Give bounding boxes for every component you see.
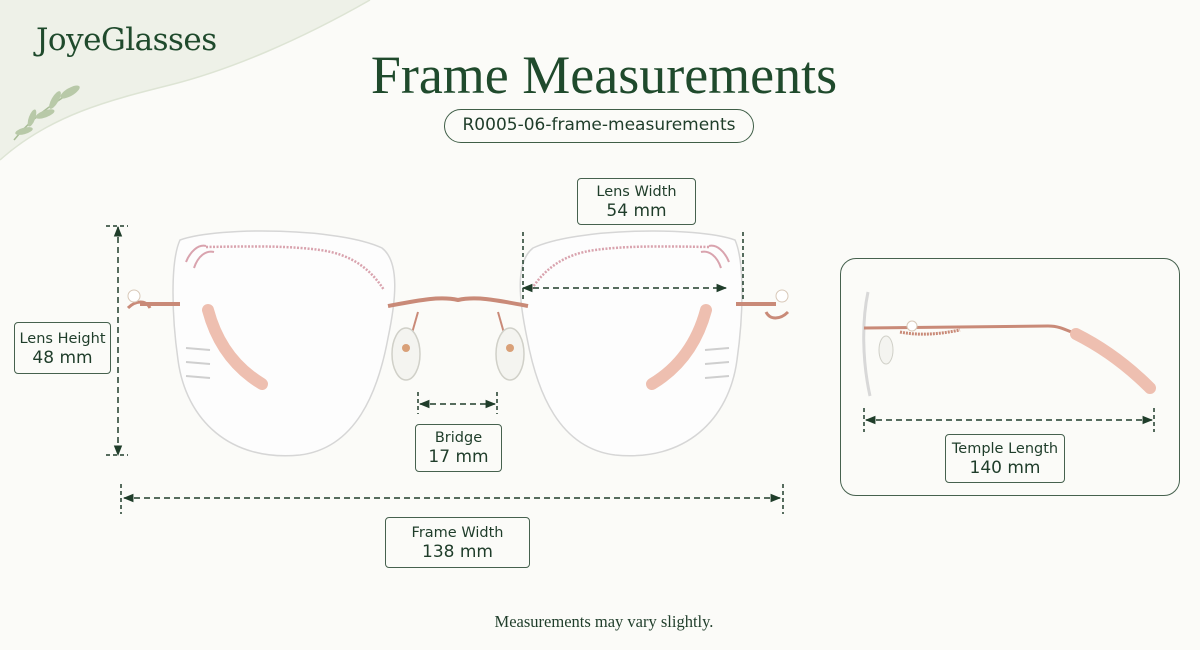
frame-width-label: Frame Width 138 mm <box>385 517 530 568</box>
temple-length-title: Temple Length <box>951 441 1059 457</box>
lens-height-value: 48 mm <box>32 348 93 368</box>
left-temple <box>126 289 268 390</box>
lens-height-title: Lens Height <box>19 331 106 347</box>
temple-length-label: Temple Length 140 mm <box>945 434 1065 483</box>
bridge-title: Bridge <box>434 430 483 446</box>
left-lens <box>172 230 396 457</box>
lens-engraving-icon <box>704 347 730 379</box>
bridge-label: Bridge 17 mm <box>415 424 502 472</box>
nose-pad-icon <box>391 311 525 381</box>
temple-length-value: 140 mm <box>969 458 1041 478</box>
brand-logo: JoyeGlasses <box>36 22 217 58</box>
corner-decoration <box>0 0 371 161</box>
disclaimer-note: Measurements may vary slightly. <box>494 612 714 631</box>
lens-width-value: 54 mm <box>606 201 667 221</box>
side-view-panel <box>840 258 1180 496</box>
lens-width-label: Lens Width 54 mm <box>577 178 696 225</box>
lens-height-label: Lens Height 48 mm <box>14 322 111 374</box>
frame-width-value: 138 mm <box>422 542 493 562</box>
bridge-bar <box>387 296 529 308</box>
frame-width-title: Frame Width <box>411 525 504 541</box>
lens-width-title: Lens Width <box>596 184 677 200</box>
page-title: Frame Measurements <box>370 45 838 105</box>
sku-badge: R0005-06-frame-measurements <box>444 109 754 143</box>
bridge-value: 17 mm <box>428 447 489 467</box>
right-temple <box>646 289 790 390</box>
side-view-glasses <box>862 291 1156 397</box>
leaf-sprig-icon <box>13 85 80 141</box>
right-lens <box>519 230 743 457</box>
lens-engraving-icon <box>185 347 211 379</box>
